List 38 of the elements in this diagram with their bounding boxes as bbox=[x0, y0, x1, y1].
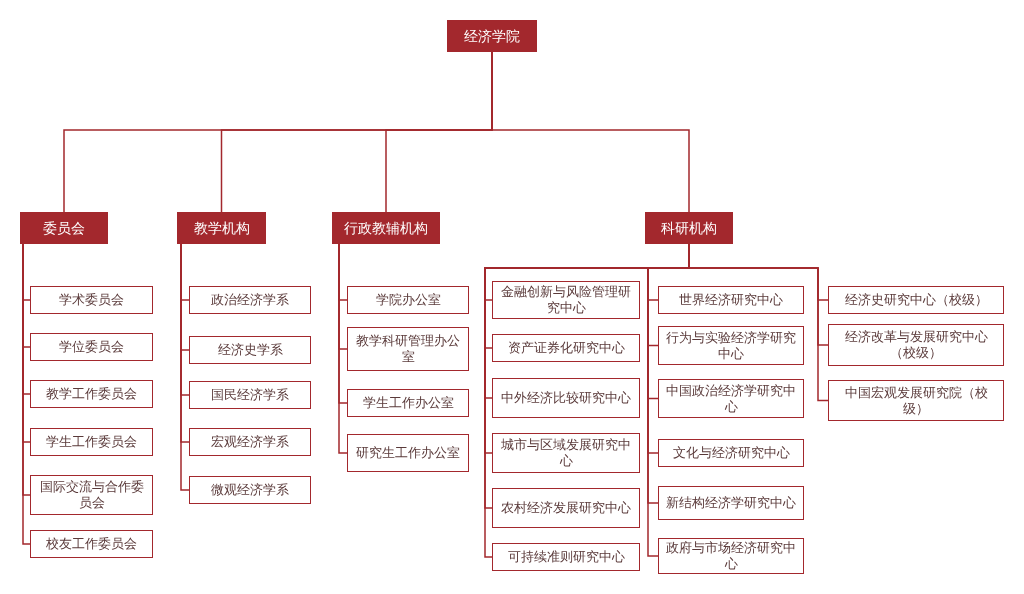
connector-line bbox=[180, 243, 190, 491]
department-box: 行政教辅机构 bbox=[332, 212, 440, 244]
unit-box: 国际交流与合作委员会 bbox=[30, 475, 153, 515]
unit-box: 可持续准则研究中心 bbox=[492, 543, 640, 571]
unit-box: 政府与市场经济研究中心 bbox=[658, 538, 804, 574]
unit-box: 学院办公室 bbox=[347, 286, 469, 314]
unit-box: 学位委员会 bbox=[30, 333, 153, 361]
unit-box: 农村经济发展研究中心 bbox=[492, 488, 640, 528]
unit-box: 经济改革与发展研究中心（校级） bbox=[828, 324, 1004, 366]
department-box: 教学机构 bbox=[177, 212, 266, 244]
unit-box: 金融创新与风险管理研究中心 bbox=[492, 281, 640, 319]
unit-box: 城市与区域发展研究中心 bbox=[492, 433, 640, 473]
unit-box: 经济史研究中心（校级） bbox=[828, 286, 1004, 314]
department-box: 委员会 bbox=[20, 212, 108, 244]
unit-box: 教学科研管理办公室 bbox=[347, 327, 469, 371]
unit-box: 国民经济学系 bbox=[189, 381, 311, 409]
unit-box: 中国政治经济学研究中心 bbox=[658, 379, 804, 418]
connector-line bbox=[338, 243, 348, 454]
connector-line bbox=[22, 243, 31, 545]
unit-box: 中外经济比较研究中心 bbox=[492, 378, 640, 418]
unit-box: 宏观经济学系 bbox=[189, 428, 311, 456]
root-box: 经济学院 bbox=[447, 20, 537, 52]
unit-box: 新结构经济学研究中心 bbox=[658, 486, 804, 520]
unit-box: 资产证券化研究中心 bbox=[492, 334, 640, 362]
unit-box: 学生工作办公室 bbox=[347, 389, 469, 417]
unit-box: 文化与经济研究中心 bbox=[658, 439, 804, 467]
unit-box: 经济史学系 bbox=[189, 336, 311, 364]
unit-box: 行为与实验经济学研究中心 bbox=[658, 326, 804, 365]
department-box: 科研机构 bbox=[645, 212, 733, 244]
unit-box: 政治经济学系 bbox=[189, 286, 311, 314]
unit-box: 研究生工作办公室 bbox=[347, 434, 469, 472]
unit-box: 校友工作委员会 bbox=[30, 530, 153, 558]
unit-box: 微观经济学系 bbox=[189, 476, 311, 504]
unit-box: 中国宏观发展研究院（校级） bbox=[828, 380, 1004, 421]
unit-box: 世界经济研究中心 bbox=[658, 286, 804, 314]
unit-box: 学生工作委员会 bbox=[30, 428, 153, 456]
unit-box: 学术委员会 bbox=[30, 286, 153, 314]
unit-box: 教学工作委员会 bbox=[30, 380, 153, 408]
